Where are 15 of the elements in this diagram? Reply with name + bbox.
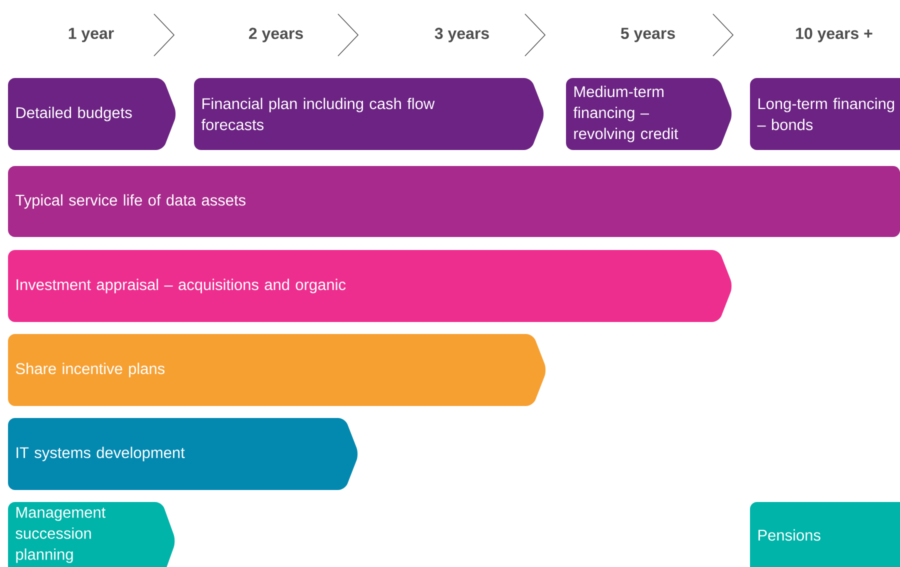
arrow-bar: Detailed budgets	[8, 78, 176, 150]
year-label: 3 years	[434, 28, 489, 42]
arrow-bar: IT systems development	[8, 418, 358, 490]
arrow-bar: Management succession planning	[8, 502, 175, 567]
year-label: 10 years +	[796, 28, 872, 42]
bar: Typical service life of data assets	[8, 166, 900, 237]
year-label: 2 years	[248, 28, 303, 42]
bar: Long-term financing – bonds	[750, 78, 900, 150]
year-label: 5 years	[620, 28, 675, 42]
arrow-bar: Share incentive plans	[8, 334, 546, 406]
arrow-bar: Financial plan including cash flow forecasts	[194, 78, 544, 150]
year-label: 1 year	[68, 28, 114, 42]
arrow-bar: Medium-term financing – revolving credit	[566, 78, 732, 150]
arrow-bar: Investment appraisal – acquisitions and organic	[8, 250, 732, 322]
bar: Pensions	[750, 502, 900, 567]
